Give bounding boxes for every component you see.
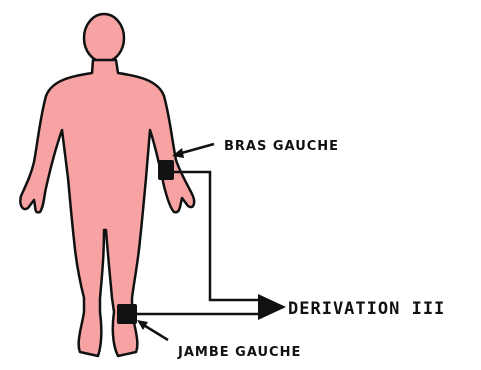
left-arm-electrode — [158, 160, 174, 180]
lead-label: DERIVATION III — [288, 299, 445, 319]
body-silhouette — [20, 60, 194, 356]
head — [84, 14, 124, 62]
lead-wires — [137, 172, 286, 320]
lead-arrow-head — [258, 294, 286, 320]
left-leg-label: JAMBE GAUCHE — [177, 345, 301, 360]
left-leg-electrode — [117, 304, 137, 324]
human-figure — [20, 14, 194, 356]
left-arm-label: BRAS GAUCHE — [224, 139, 339, 154]
